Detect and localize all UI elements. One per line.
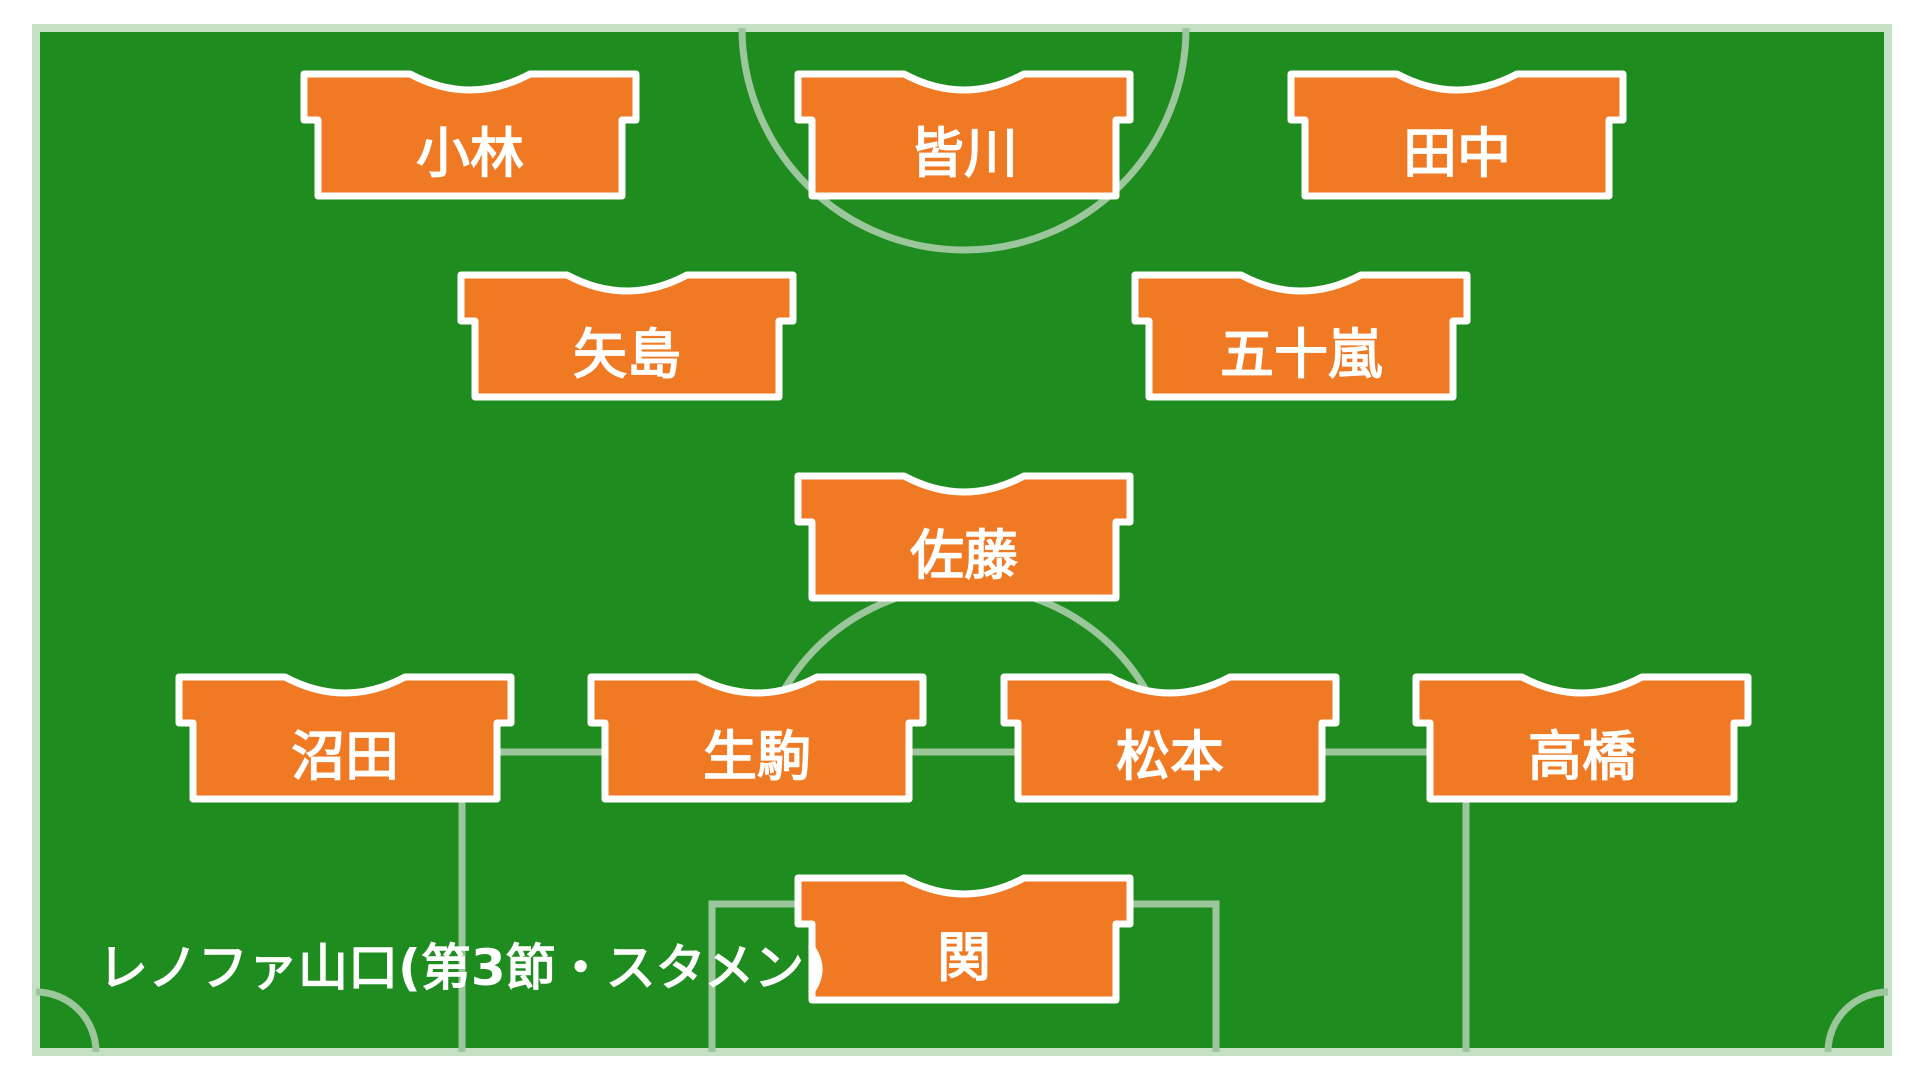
player-name: 沼田 bbox=[291, 725, 399, 788]
center-circle bbox=[738, 27, 1190, 254]
player-name: 松本 bbox=[1116, 725, 1224, 788]
player-name: 五十嵐 bbox=[1220, 323, 1382, 386]
shirt-shape bbox=[794, 874, 1134, 1004]
player-shirt-am-right: 五十嵐 bbox=[1131, 271, 1471, 401]
shirt-shape bbox=[457, 271, 797, 401]
shirt-shape bbox=[300, 70, 640, 200]
player-name: 皆川 bbox=[910, 122, 1018, 185]
player-name: 田中 bbox=[1403, 122, 1511, 185]
player-shirt-df-1: 沼田 bbox=[175, 673, 515, 803]
player-shirt-gk: 関 bbox=[794, 874, 1134, 1004]
player-shirt-fw-center: 皆川 bbox=[794, 70, 1134, 200]
corner-arc-left bbox=[35, 988, 100, 1053]
shirt-shape bbox=[1000, 673, 1340, 803]
player-shirt-df-4: 高橋 bbox=[1412, 673, 1752, 803]
lineup-caption: レノファ山口(第3節・スタメン) bbox=[98, 939, 827, 997]
shirt-shape bbox=[175, 673, 515, 803]
shirt-shape bbox=[1412, 673, 1752, 803]
shirt-shape bbox=[1287, 70, 1627, 200]
player-shirt-am-left: 矢島 bbox=[457, 271, 797, 401]
player-shirt-dm: 佐藤 bbox=[794, 472, 1134, 602]
player-name: 小林 bbox=[416, 122, 524, 185]
player-shirt-df-2: 生駒 bbox=[587, 673, 927, 803]
shirt-shape bbox=[794, 472, 1134, 602]
player-shirt-df-3: 松本 bbox=[1000, 673, 1340, 803]
shirt-shape bbox=[1131, 271, 1471, 401]
shirt-shape bbox=[794, 70, 1134, 200]
player-name: 生駒 bbox=[703, 725, 811, 788]
corner-arc-right bbox=[1824, 988, 1889, 1053]
player-name: 高橋 bbox=[1528, 725, 1636, 788]
player-shirt-fw-right: 田中 bbox=[1287, 70, 1627, 200]
player-name: 矢島 bbox=[573, 323, 681, 386]
player-name: 佐藤 bbox=[910, 524, 1018, 587]
penalty-box bbox=[458, 748, 1470, 1052]
player-name: 関 bbox=[937, 926, 991, 989]
player-shirt-fw-left: 小林 bbox=[300, 70, 640, 200]
shirt-shape bbox=[587, 673, 927, 803]
